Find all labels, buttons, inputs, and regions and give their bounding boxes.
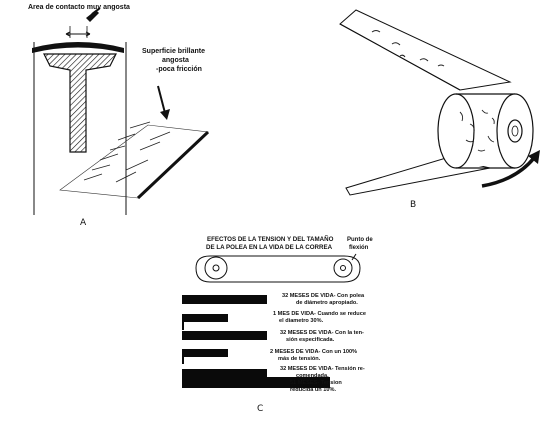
row-5-text-l2: comendada. — [296, 373, 329, 379]
panel-c-title-line2: DE LA POLEA EN LA VIDA DE LA CORREA — [206, 244, 333, 251]
bar-tick-2 — [182, 352, 184, 364]
panel-a-letter: A — [80, 218, 87, 228]
row-6-text-l2: reducida un 10%. — [290, 387, 337, 393]
row-1-text-l2: de diámetro apropiado. — [296, 300, 358, 306]
life-bar-3 — [182, 331, 267, 340]
row-1-text-l1: 32 MESES DE VIDA- Con polea — [282, 293, 365, 299]
surface-label-line2: angosta — [162, 57, 189, 64]
life-bar-5 — [182, 369, 267, 377]
life-bar-2 — [182, 314, 228, 322]
right-pulley — [333, 258, 353, 278]
panel-c-letter: C — [257, 404, 264, 414]
surface-label-line1: Superficie brillante — [142, 48, 206, 55]
row-5-text-l1: 32 MESES DE VIDA- Tensión re- — [280, 366, 365, 372]
row-6-text-l1: 51 MESES- Tension — [290, 380, 342, 386]
row-3-text-l2: sión especificada. — [286, 337, 335, 343]
row-2-text-l2: el diametro 30%. — [279, 318, 324, 324]
life-bar-1 — [182, 295, 267, 304]
roller-hub — [507, 119, 523, 143]
panel-b-letter: B — [410, 200, 417, 210]
contact-area-label: Area de contacto muy angosta — [28, 4, 130, 11]
belt-cross-section — [32, 42, 124, 53]
flex-point-label-line2: flexión — [349, 245, 369, 251]
life-bar-4 — [182, 349, 228, 357]
panel-c-title-line1: EFECTOS DE LA TENSION Y DEL TAMAÑO — [207, 236, 334, 243]
rotation-arrow — [481, 156, 536, 188]
pointer-hand-icon — [86, 10, 99, 22]
row-3-text-l1: 32 MESES DE VIDA- Con la ten- — [280, 330, 364, 336]
left-pulley — [204, 256, 228, 280]
pulley-flange-section — [43, 53, 117, 153]
bar-tick-1 — [182, 318, 184, 330]
surface-label-line3: -poca fricción — [156, 66, 202, 73]
flex-point-label-line1: Punto de — [347, 237, 373, 243]
life-bar-6 — [182, 377, 330, 388]
row-4-text-l2: más de tensión. — [278, 356, 321, 362]
row-2-text-l1: 1 MES DE VIDA- Cuando se reduce — [273, 311, 366, 317]
row-4-text-l1: 2 MESES DE VIDA- Con un 100% — [270, 349, 358, 355]
